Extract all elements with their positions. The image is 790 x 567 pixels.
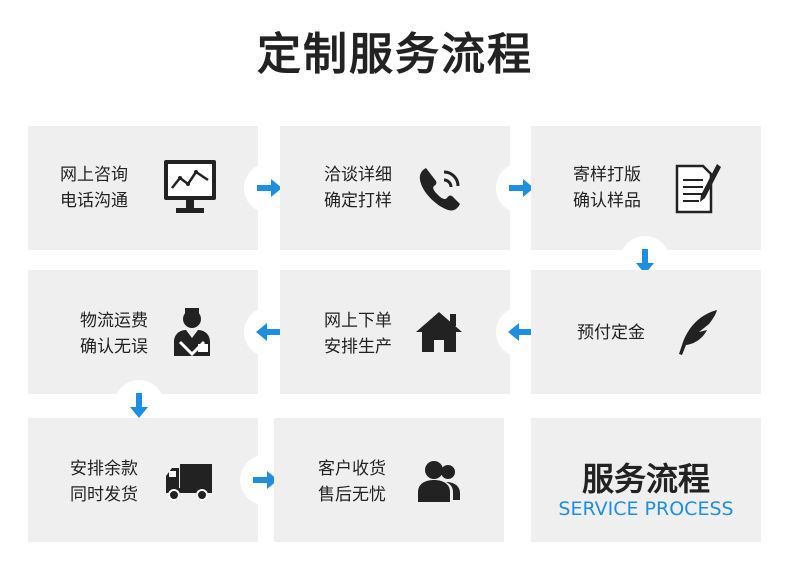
truck-icon bbox=[166, 464, 212, 501]
page-title: 定制服务流程 bbox=[257, 29, 533, 80]
step-6-label: 物流运费确认无误 bbox=[80, 311, 148, 357]
document-pen-icon bbox=[675, 164, 721, 214]
step-card-1: 网上咨询电话沟通 bbox=[28, 126, 258, 250]
arrow-down-icon bbox=[130, 393, 148, 418]
arrow-right-icon bbox=[257, 179, 282, 197]
phone-icon bbox=[419, 168, 460, 211]
house-icon bbox=[416, 312, 462, 352]
arrow-left-icon bbox=[256, 323, 281, 341]
arrow-right-icon bbox=[509, 179, 534, 197]
quill-icon bbox=[679, 310, 717, 355]
step-card-7: 安排余款同时发货 bbox=[28, 418, 258, 542]
brand-card: 服务流程 SERVICE PROCESS bbox=[531, 418, 761, 542]
step-2-label: 洽谈详细确定打样 bbox=[324, 165, 392, 211]
step-5-label: 网上下单安排生产 bbox=[324, 311, 392, 357]
step-8-label: 客户收货售后无忧 bbox=[318, 459, 386, 505]
step-7-label: 安排余款同时发货 bbox=[70, 459, 138, 505]
step-card-8: 客户收货售后无忧 bbox=[274, 418, 504, 542]
arrow-right-icon bbox=[253, 471, 278, 489]
step-card-5: 网上下单安排生产 bbox=[280, 270, 510, 394]
brand-subtitle: SERVICE PROCESS bbox=[558, 498, 734, 520]
monitor-chart-icon bbox=[164, 160, 216, 213]
arrow-down-icon bbox=[636, 249, 654, 274]
doctor-person-icon bbox=[174, 308, 210, 357]
step-card-2: 洽谈详细确定打样 bbox=[280, 126, 510, 250]
step-3-label: 寄样打版确认样品 bbox=[573, 165, 641, 211]
step-card-3: 寄样打版确认样品 bbox=[531, 126, 761, 250]
brand-title: 服务流程 bbox=[581, 460, 710, 498]
step-card-6: 物流运费确认无误 bbox=[28, 270, 258, 394]
users-icon bbox=[418, 461, 460, 502]
step-1-label: 网上咨询电话沟通 bbox=[60, 165, 128, 211]
arrow-left-icon bbox=[508, 323, 533, 341]
step-card-4: 预付定金 bbox=[531, 270, 761, 394]
step-4-label: 预付定金 bbox=[577, 323, 645, 343]
